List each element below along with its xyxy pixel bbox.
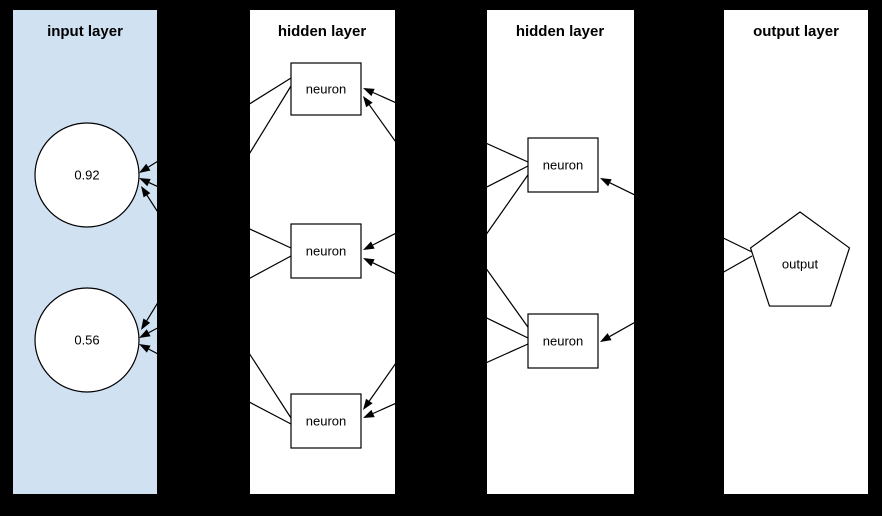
edge-h1n1-to-in1-arrowhead xyxy=(139,163,151,173)
layer-title-output: output layer xyxy=(753,23,839,40)
edge-h2n2-to-h1n3-arrowhead xyxy=(363,409,375,418)
layer-panel-hidden2 xyxy=(487,10,634,494)
edge-h1n2-to-in2-arrowhead xyxy=(139,329,151,338)
hidden2-neuron-2-label: neuron xyxy=(543,333,583,348)
hidden2-neuron-1-label: neuron xyxy=(543,157,583,172)
layer-panel-input xyxy=(13,10,157,494)
edge-h2n2-to-h1n2-arrowhead xyxy=(363,258,375,267)
edge-h1n3-to-in1-arrowhead xyxy=(141,186,151,198)
hidden1-neuron-1-label: neuron xyxy=(306,81,346,96)
layer-title-hidden2: hidden layer xyxy=(516,23,605,40)
layer-title-hidden1: hidden layer xyxy=(278,23,367,40)
edge-h1n3-to-in2-arrowhead xyxy=(139,344,151,353)
edge-h2n2-to-h1n1-arrowhead xyxy=(363,96,373,108)
edge-h2n1-to-h1n2-arrowhead xyxy=(363,241,375,250)
hidden2-neuron-2[interactable] xyxy=(527,313,599,369)
input-node-1-label: 0.92 xyxy=(74,167,99,182)
edge-out-to-h2n1-arrowhead xyxy=(600,178,612,187)
hidden1-neuron-1[interactable] xyxy=(290,62,362,116)
edge-h1n1-to-in2-arrowhead xyxy=(141,318,151,330)
hidden1-neuron-2-label: neuron xyxy=(306,243,346,258)
edge-out-to-h2n2-arrowhead xyxy=(600,333,612,342)
gap-hidden1-hidden2 xyxy=(395,0,487,516)
hidden1-neuron-2[interactable] xyxy=(290,223,362,279)
input-node-2[interactable] xyxy=(34,287,140,393)
input-node-2-label: 0.56 xyxy=(74,332,99,347)
edge-h2n1-to-h1n3-arrowhead xyxy=(363,398,373,410)
gap-input-hidden1 xyxy=(157,0,250,516)
edge-h2n1-to-h1n1-arrowhead xyxy=(363,88,375,97)
edge-h1n2-to-in1-arrowhead xyxy=(139,178,151,187)
hidden1-neuron-3-label: neuron xyxy=(306,413,346,428)
input-node-1[interactable] xyxy=(34,122,140,228)
layer-title-input: input layer xyxy=(47,23,123,40)
gap-hidden2-output xyxy=(634,0,724,516)
output-node-label: output xyxy=(782,256,819,271)
output-node[interactable] xyxy=(749,211,851,307)
hidden1-neuron-3[interactable] xyxy=(290,393,362,449)
hidden2-neuron-1[interactable] xyxy=(527,137,599,193)
